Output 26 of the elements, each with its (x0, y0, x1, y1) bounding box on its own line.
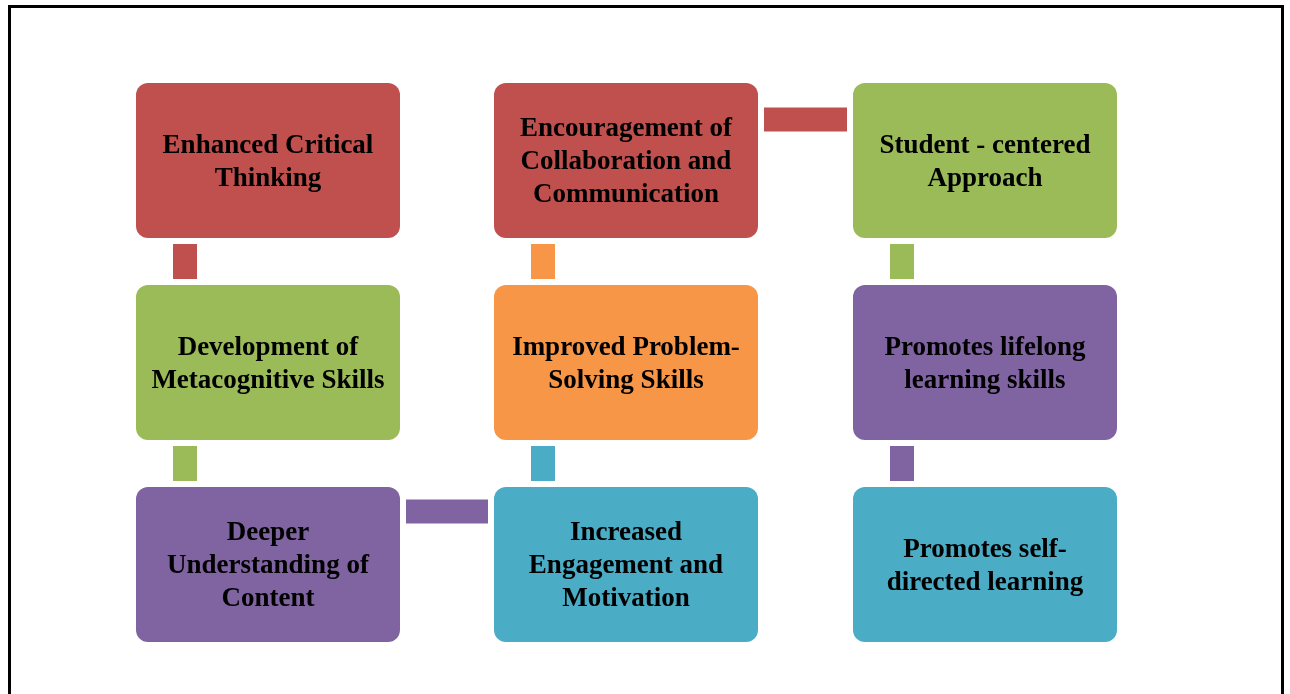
process-box (853, 285, 1117, 440)
box-label: Development of Metacognitive Skills (150, 329, 386, 396)
connector-bar (173, 446, 197, 481)
process-box (494, 285, 758, 440)
box-label: Encouragement of Collaboration and Communication (518, 111, 734, 210)
box-label: Increased Engagement and Motivation (527, 515, 725, 614)
connector-bar (531, 446, 555, 481)
process-box (136, 487, 400, 642)
box-label: Promotes lifelong learning skills (883, 329, 1087, 396)
connector-bar (890, 244, 914, 279)
process-box (494, 487, 758, 642)
process-box (494, 83, 758, 238)
connector-bar (531, 244, 555, 279)
process-box (853, 83, 1117, 238)
box-label: Improved Problem-Solving Skills (511, 329, 741, 396)
connector-bar (890, 446, 914, 481)
box-label: Enhanced Critical Thinking (161, 127, 375, 194)
process-box (136, 285, 400, 440)
box-label: Promotes self-directed learning (885, 531, 1085, 598)
connector-bar (764, 107, 847, 132)
box-label: Deeper Understanding of Content (166, 515, 371, 614)
box-label: Student - centered Approach (878, 127, 1092, 194)
connector-bar (406, 499, 488, 524)
process-box (853, 487, 1117, 642)
connector-bar (173, 244, 197, 279)
process-box (136, 83, 400, 238)
